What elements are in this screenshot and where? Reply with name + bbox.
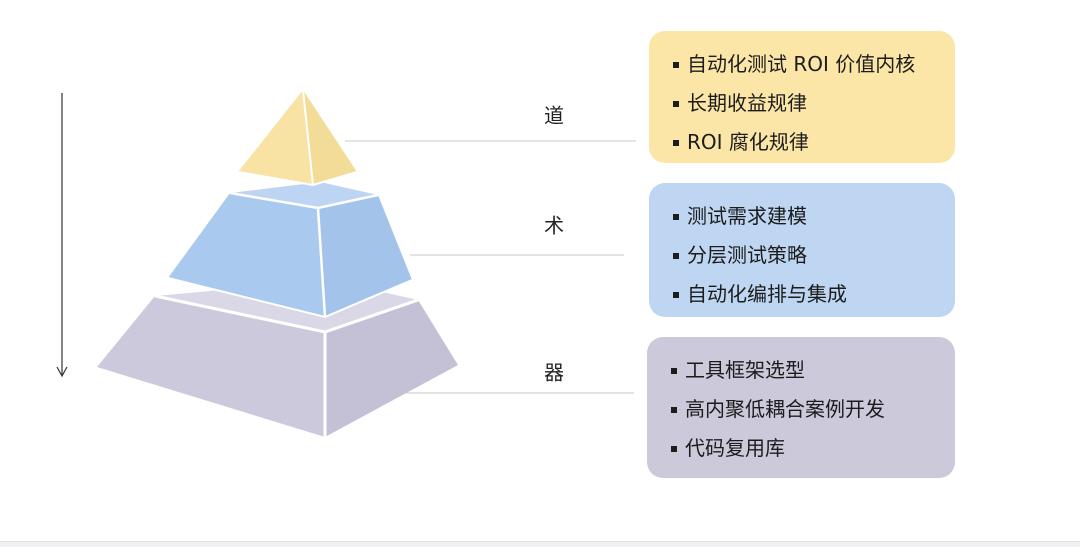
list-item: 自动化测试 ROI 价值内核 (673, 45, 937, 84)
list-item: ROI 腐化规律 (673, 123, 937, 162)
panel-dao: 自动化测试 ROI 价值内核 长期收益规律 ROI 腐化规律 (649, 31, 955, 163)
bullet-list-dao: 自动化测试 ROI 价值内核 长期收益规律 ROI 腐化规律 (673, 45, 937, 162)
bullet-list-shu: 测试需求建模 分层测试策略 自动化编排与集成 (673, 197, 937, 314)
down-arrow-icon (57, 93, 67, 376)
level-label-dao: 道 (544, 100, 564, 129)
level-label-qi: 器 (544, 357, 564, 386)
list-item: 自动化编排与集成 (673, 275, 937, 314)
pyramid-tier-dao (238, 90, 357, 185)
panel-shu: 测试需求建模 分层测试策略 自动化编排与集成 (649, 183, 955, 317)
level-label-shu: 术 (544, 210, 564, 239)
list-item: 代码复用库 (671, 429, 937, 468)
list-item: 工具框架选型 (671, 351, 937, 390)
bottom-divider (0, 541, 1080, 547)
panel-qi: 工具框架选型 高内聚低耦合案例开发 代码复用库 (647, 337, 955, 478)
list-item: 长期收益规律 (673, 84, 937, 123)
list-item: 分层测试策略 (673, 236, 937, 275)
bullet-list-qi: 工具框架选型 高内聚低耦合案例开发 代码复用库 (671, 351, 937, 468)
list-item: 高内聚低耦合案例开发 (671, 390, 937, 429)
list-item: 测试需求建模 (673, 197, 937, 236)
